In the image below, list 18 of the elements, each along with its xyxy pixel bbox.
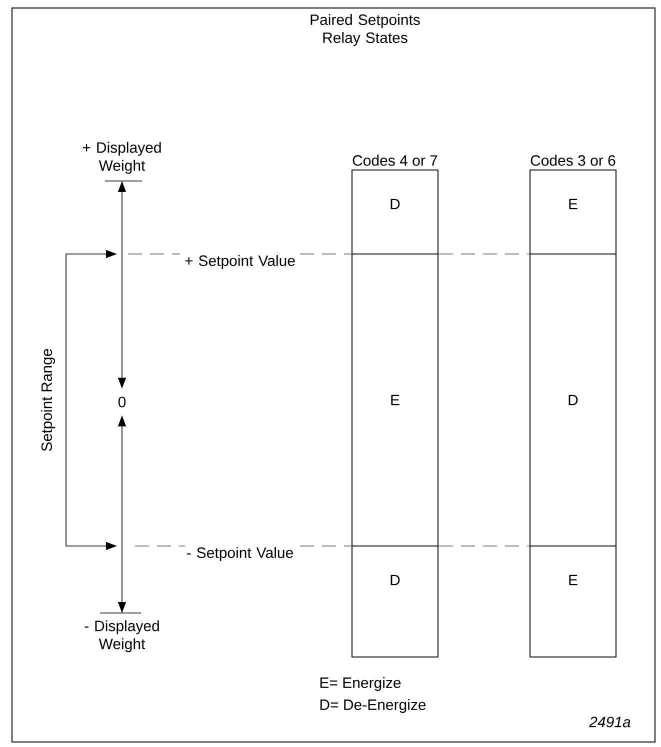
- node-label: Codes 3 or 6: [530, 154, 616, 166]
- state-cell: E: [352, 254, 438, 546]
- weight-label: + Displayed Weight: [82, 142, 161, 174]
- zero-label: 0: [118, 396, 126, 408]
- figure-number: 2491a: [589, 716, 630, 728]
- state-cell: D: [352, 546, 438, 658]
- setpoint-label: - Setpoint Value: [187, 547, 293, 561]
- state-cell: E: [530, 546, 616, 658]
- setpoint-label: + Setpoint Value: [185, 255, 295, 269]
- state-cell: E: [530, 170, 616, 254]
- key-note: D= De-Energize: [320, 699, 426, 713]
- title: Paired Setpoints Relay States: [310, 14, 420, 46]
- key-note: E= Energize: [320, 677, 401, 691]
- state-cell: D: [530, 254, 616, 546]
- node-label: Codes 4 or 7: [352, 154, 438, 166]
- range-label: Setpoint Range: [41, 349, 55, 452]
- weight-label: - Displayed Weight: [84, 620, 159, 652]
- state-cell: D: [352, 170, 438, 254]
